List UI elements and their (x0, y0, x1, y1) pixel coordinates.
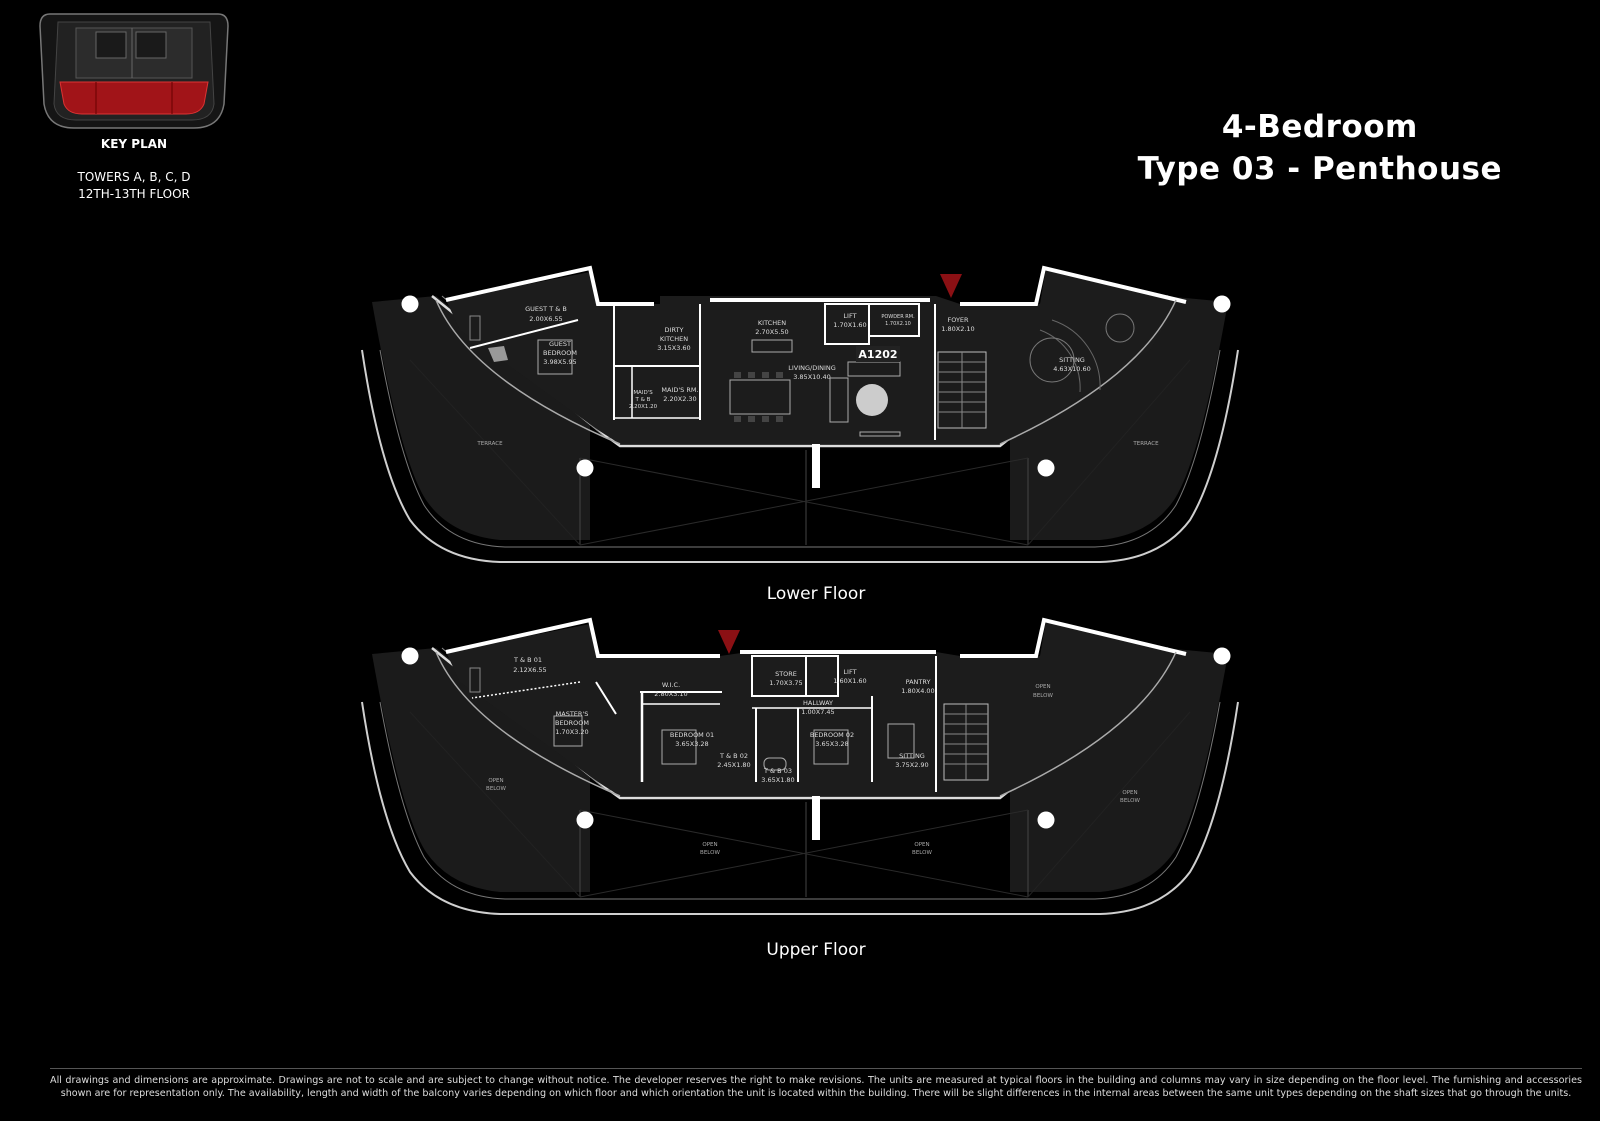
open-below-1-b: BELOW (1033, 693, 1053, 699)
lower-room-labels: GUEST T & B 2.00X6.55 GUEST BEDROOM 3.98… (476, 305, 1159, 447)
lower-living-name: LIVING/DINING (788, 364, 836, 372)
lower-sitting-dim: 4.63X10.60 (1053, 365, 1091, 373)
lower-sitting-name: SITTING (1059, 356, 1085, 364)
upper-master-dim: 1.70X3.20 (555, 728, 588, 736)
open-below-3-a: OPEN (1122, 790, 1137, 796)
lower-foyer-name: FOYER (947, 316, 969, 324)
upper-hallway-name: HALLWAY (803, 699, 833, 707)
lower-floor-plan (360, 265, 1240, 564)
lower-guest-bedroom-name1: GUEST (549, 340, 571, 348)
upper-tb03-name: T & B 03 (763, 767, 792, 775)
unit-tag: A1202 (858, 348, 897, 361)
upper-tb02-name: T & B 02 (719, 752, 748, 760)
lower-lift-dim: 1.70X1.60 (833, 321, 866, 329)
open-below-3-b: BELOW (1120, 798, 1140, 804)
lower-guest-tb-dim: 2.00X6.55 (529, 315, 562, 323)
upper-tb03-dim: 3.65X1.80 (761, 776, 794, 784)
upper-floor-plan (360, 617, 1240, 916)
upper-master-name1: MASTER'S (556, 710, 589, 718)
lower-maids-rm-dim: 2.20X2.30 (663, 395, 696, 403)
open-below-4-a: OPEN (702, 842, 717, 848)
lower-maids-tb-dim: 2.20X1.20 (629, 404, 658, 410)
key-plan-towers: TOWERS A, B, C, D (77, 170, 191, 184)
upper-floor-label: Upper Floor (766, 940, 866, 960)
unit-title-type: Type 03 - Penthouse (1137, 151, 1502, 187)
upper-wic-dim: 2.80X3.10 (654, 690, 687, 698)
lower-kitchen-dim: 2.70X5.50 (755, 328, 788, 336)
lower-terrace-right: TERRACE (1132, 441, 1159, 447)
lower-maids-tb-name1: MAID'S (633, 390, 653, 396)
upper-wic-name: W.I.C. (662, 681, 680, 689)
upper-pantry-name: PANTRY (906, 678, 931, 686)
footer-divider (50, 1068, 1582, 1069)
upper-store-name: STORE (775, 670, 797, 678)
key-plan-diagram (39, 13, 229, 129)
open-below-4-b: BELOW (700, 850, 720, 856)
upper-tb01-dim: 2.12X6.55 (513, 666, 546, 674)
upper-bedroom02-name: BEDROOM 02 (810, 731, 854, 739)
unit-title: 4-Bedroom Type 03 - Penthouse (1138, 106, 1502, 190)
upper-lift-dim: 1.60X1.60 (833, 677, 866, 685)
upper-master-name2: BEDROOM (555, 719, 589, 727)
open-below-5-a: OPEN (914, 842, 929, 848)
lower-guest-bedroom-name2: BEDROOM (543, 349, 577, 357)
upper-lift-name: LIFT (843, 668, 856, 676)
upper-tb02-dim: 2.45X1.80 (717, 761, 750, 769)
lower-entry-marker (940, 274, 962, 298)
floor-plans: GUEST T & B 2.00X6.55 GUEST BEDROOM 3.98… (360, 265, 1240, 916)
open-below-5-b: BELOW (912, 850, 932, 856)
upper-entry-marker (718, 630, 740, 654)
lower-floor-label: Lower Floor (766, 584, 866, 604)
lower-foyer-dim: 1.80X2.10 (941, 325, 974, 333)
upper-room-labels: T & B 01 2.12X6.55 MASTER'S BEDROOM 1.70… (486, 656, 1140, 856)
upper-pantry-dim: 1.80X4.00 (901, 687, 934, 695)
open-below-2-a: OPEN (488, 778, 503, 784)
upper-sitting-dim: 3.75X2.90 (895, 761, 928, 769)
lower-dirty-kitchen-name2: KITCHEN (660, 335, 688, 343)
lower-dirty-kitchen-name1: DIRTY (665, 326, 684, 334)
lower-living-dim: 3.85X10.40 (793, 373, 831, 381)
upper-bedroom01-dim: 3.65X3.28 (675, 740, 708, 748)
lower-guest-tb-name: GUEST T & B (525, 305, 567, 313)
disclaimer-text: All drawings and dimensions are approxim… (50, 1075, 1582, 1099)
lower-maids-tb-name2: T & B (635, 397, 651, 403)
upper-tb01-name: T & B 01 (513, 656, 542, 664)
lower-powder-name: POWDER RM. (881, 314, 915, 320)
lower-maids-rm-name: MAID'S RM. (661, 386, 698, 394)
unit-title-bedrooms: 4-Bedroom (1221, 109, 1418, 145)
open-below-1-a: OPEN (1035, 684, 1050, 690)
upper-bedroom02-dim: 3.65X3.28 (815, 740, 848, 748)
lower-guest-bedroom-dim: 3.98X5.95 (543, 358, 576, 366)
key-plan-highlight (59, 81, 209, 115)
upper-sitting-name: SITTING (899, 752, 925, 760)
key-plan-title: KEY PLAN (100, 137, 168, 151)
upper-store-dim: 1.70X3.75 (769, 679, 802, 687)
key-plan-floors: 12TH-13TH FLOOR (78, 187, 190, 201)
lower-terrace-left: TERRACE (476, 441, 503, 447)
lower-kitchen-name: KITCHEN (758, 319, 786, 327)
lower-powder-dim: 1.70X2.10 (885, 321, 911, 327)
lower-lift-name: LIFT (843, 312, 856, 320)
lower-dirty-kitchen-dim: 3.15X3.60 (657, 344, 690, 352)
open-below-2-b: BELOW (486, 786, 506, 792)
upper-hallway-dim: 1.00X7.45 (801, 708, 834, 716)
upper-bedroom01-name: BEDROOM 01 (670, 731, 714, 739)
